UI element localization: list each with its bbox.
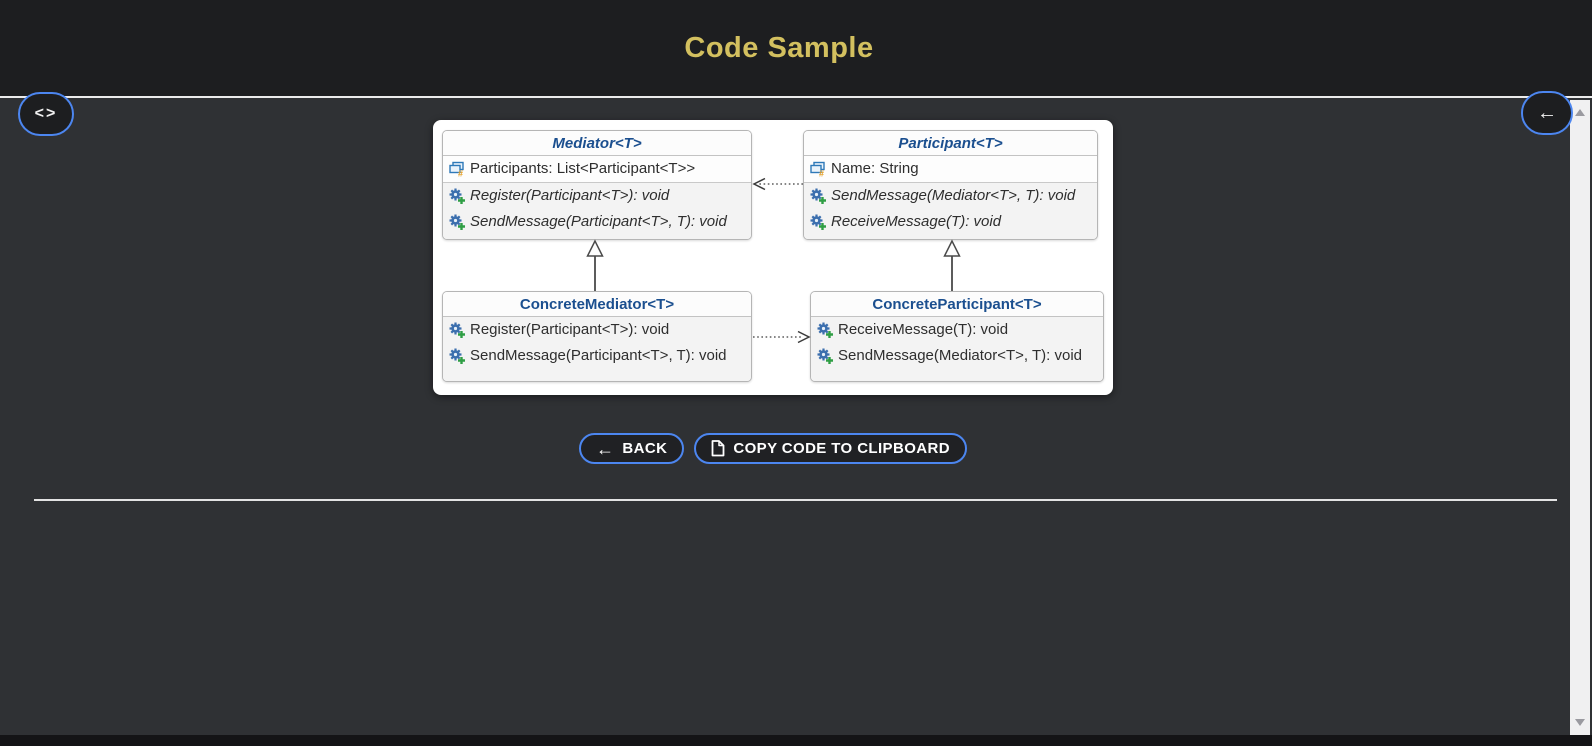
section-divider (34, 499, 1557, 501)
uml-method-row: SendMessage(Mediator<T>, T): void (811, 343, 1103, 369)
svg-text:#: # (819, 169, 824, 178)
gear-plus-icon (817, 348, 833, 364)
back-button-label: BACK (622, 440, 668, 457)
arrow-left-icon: ← (1537, 102, 1557, 124)
uml-method-row: Register(Participant<T>): void (443, 183, 751, 209)
gear-plus-icon (810, 188, 826, 204)
uml-method-label: ReceiveMessage(T): void (831, 213, 1002, 230)
uml-method-row: SendMessage(Participant<T>, T): void (443, 343, 751, 369)
uml-method-label: SendMessage(Participant<T>, T): void (470, 213, 727, 230)
uml-methods-section: Register(Participant<T>): void SendMessa… (443, 317, 751, 381)
gear-plus-icon (449, 214, 465, 230)
uml-methods-section: SendMessage(Mediator<T>, T): void Receiv… (804, 183, 1097, 239)
uml-class-title: Participant<T> (804, 131, 1097, 156)
field-rectangles-icon: # (810, 161, 825, 178)
uml-fields-section: # Participants: List<Participant<T>> (443, 156, 751, 183)
uml-field-row: # Name: String (804, 156, 1097, 182)
uml-class-participant: Participant<T> # Name: String SendMessag… (803, 130, 1098, 240)
uml-methods-section: ReceiveMessage(T): void SendMessage(Medi… (811, 317, 1103, 381)
uml-method-row: ReceiveMessage(T): void (811, 317, 1103, 343)
actions-row: ← BACK COPY CODE TO CLIPBOARD (0, 433, 1546, 464)
copy-code-button-label: COPY CODE TO CLIPBOARD (733, 440, 950, 457)
bottom-bar (0, 735, 1592, 746)
gear-plus-icon (449, 348, 465, 364)
uml-class-title: ConcreteParticipant<T> (811, 292, 1103, 317)
uml-field-label: Name: String (831, 160, 919, 177)
uml-method-label: SendMessage(Mediator<T>, T): void (831, 187, 1076, 204)
scroll-down-icon[interactable] (1575, 719, 1585, 726)
uml-fields-section: # Name: String (804, 156, 1097, 183)
svg-text:#: # (458, 169, 463, 178)
uml-class-title: ConcreteMediator<T> (443, 292, 751, 317)
uml-method-label: Register(Participant<T>): void (470, 321, 670, 338)
uml-class-concrete-participant: ConcreteParticipant<T> ReceiveMessage(T)… (810, 291, 1104, 382)
vertical-scrollbar[interactable] (1570, 100, 1590, 735)
uml-method-label: SendMessage(Participant<T>, T): void (470, 347, 727, 364)
page-title: Code Sample (684, 31, 874, 64)
field-rectangles-icon: # (449, 161, 464, 178)
uml-class-concrete-mediator: ConcreteMediator<T> Register(Participant… (442, 291, 752, 382)
uml-class-title: Mediator<T> (443, 131, 751, 156)
back-circle-button[interactable]: ← (1521, 91, 1573, 135)
uml-method-row: Register(Participant<T>): void (443, 317, 751, 343)
uml-method-row: ReceiveMessage(T): void (804, 209, 1097, 235)
scroll-up-icon[interactable] (1575, 109, 1585, 116)
code-panel-toggle-button[interactable]: <> (18, 92, 74, 136)
page-header: Code Sample (0, 0, 1592, 98)
uml-method-row: SendMessage(Participant<T>, T): void (443, 209, 751, 235)
uml-class-mediator: Mediator<T> # Participants: List<Partici… (442, 130, 752, 240)
uml-field-label: Participants: List<Participant<T>> (470, 160, 696, 177)
copy-code-button[interactable]: COPY CODE TO CLIPBOARD (694, 433, 967, 464)
gear-plus-icon (810, 214, 826, 230)
uml-method-label: Register(Participant<T>): void (470, 187, 670, 204)
uml-method-label: SendMessage(Mediator<T>, T): void (838, 347, 1083, 364)
back-button[interactable]: ← BACK (579, 433, 685, 464)
document-icon (711, 440, 725, 457)
gear-plus-icon (449, 188, 465, 204)
arrow-left-icon: ← (596, 438, 615, 459)
uml-diagram-card: Mediator<T> # Participants: List<Partici… (433, 120, 1113, 395)
uml-method-row: SendMessage(Mediator<T>, T): void (804, 183, 1097, 209)
uml-field-row: # Participants: List<Participant<T>> (443, 156, 751, 182)
uml-methods-section: Register(Participant<T>): void SendMessa… (443, 183, 751, 239)
code-chevrons-icon: <> (34, 105, 58, 122)
uml-method-label: ReceiveMessage(T): void (838, 321, 1009, 338)
gear-plus-icon (449, 322, 465, 338)
gear-plus-icon (817, 322, 833, 338)
